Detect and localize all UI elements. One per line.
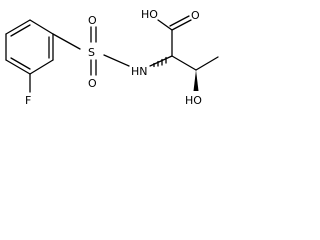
amine-label: HN — [131, 65, 148, 78]
hydroxyl-label: HO — [185, 94, 202, 107]
oxygen-top-label: O — [88, 14, 97, 27]
benzene-ring — [5, 19, 54, 75]
molecule-diagram: F S O O HN HO O HO — [0, 0, 249, 152]
oxygen-bottom-label: O — [88, 77, 97, 90]
sulfur-label: S — [88, 46, 95, 59]
structure-drawing: F S O O HN HO O HO — [5, 8, 219, 107]
c-o-double-bond-b — [169, 15, 190, 27]
stereo-wedge-bond — [193, 70, 199, 91]
cbeta-methyl-bond — [195, 56, 219, 71]
c-oh-bond — [157, 19, 173, 31]
stereo-hash-bond — [153, 56, 167, 68]
n-calpha-bond — [149, 55, 173, 67]
carboxyl-oh-label: HO — [141, 8, 158, 21]
carboxyl-o-label: O — [191, 9, 200, 22]
fluorine-label: F — [25, 94, 31, 107]
ring-sulfur-bond — [52, 33, 81, 50]
c-o-double-bond-a — [171, 19, 192, 31]
calpha-cbeta-bond — [171, 55, 197, 71]
s-n-bond — [103, 54, 130, 67]
